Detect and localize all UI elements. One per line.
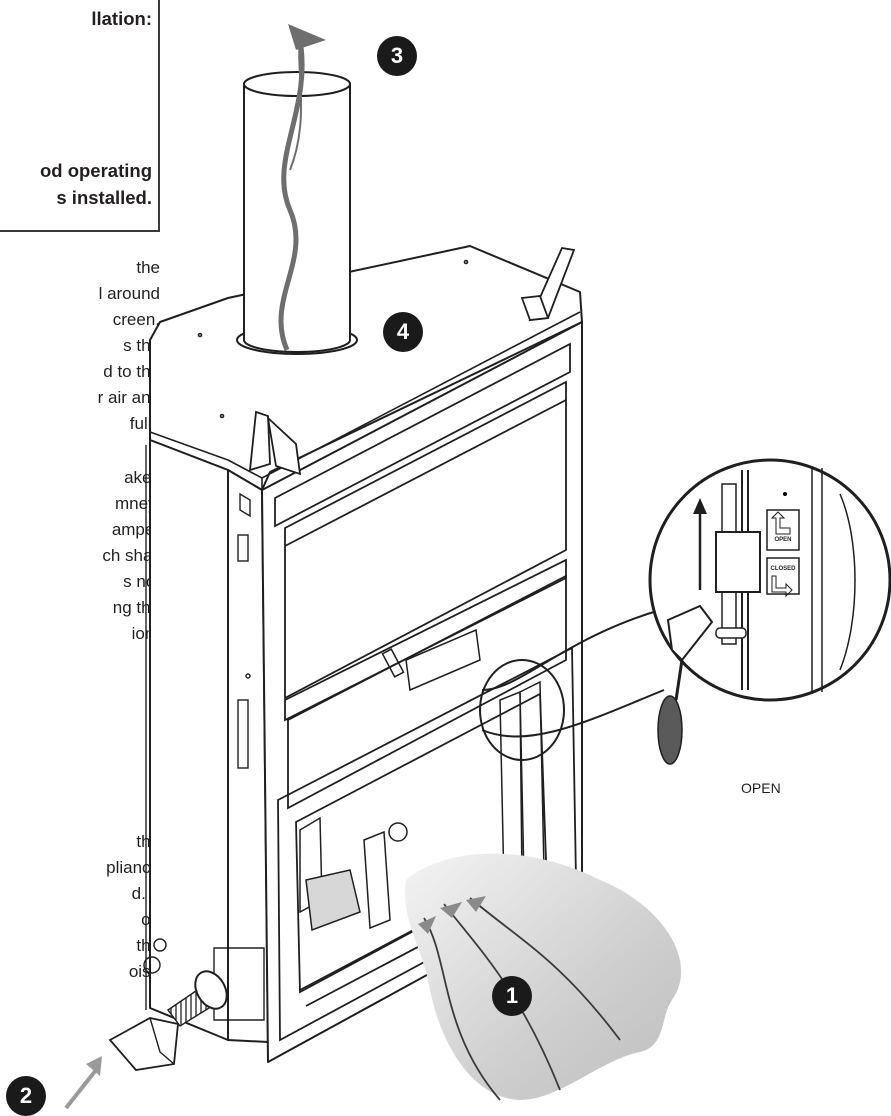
air-inlet-arrow (64, 1056, 102, 1110)
marker-2: 2 (6, 1076, 46, 1116)
body-line: the (136, 258, 160, 277)
smoke-flow-arrow (278, 24, 326, 352)
body-line: l around (98, 284, 160, 303)
damper-open-caption: OPEN (741, 780, 781, 796)
air-flow-front (405, 853, 682, 1101)
notice-box: llation: od operating s installed. (0, 0, 160, 232)
notice-line-2: od operating (39, 160, 152, 181)
marker-4: 4 (383, 312, 423, 352)
body-line: r air and (97, 388, 160, 407)
body-line: creen. (112, 310, 160, 329)
body-line: mney. (114, 494, 160, 513)
top-brackets (248, 246, 576, 476)
left-side-wall (149, 439, 229, 1041)
air-inlet-hose (108, 970, 228, 1071)
label-open-tag: OPEN (774, 537, 791, 543)
body-line: d to the (103, 362, 160, 381)
chimney-pipe (236, 71, 358, 355)
body-line: amper (111, 520, 160, 539)
notice-line-1: llation: (91, 8, 152, 29)
marker-3: 3 (377, 36, 417, 76)
top-rim (149, 259, 581, 492)
label-closed-tag: CLOSED (770, 566, 796, 572)
body-line: ng the (112, 598, 160, 617)
marker-1: 1 (492, 976, 532, 1016)
damper-callout: OPEN CLOSED (479, 458, 891, 765)
firebox (299, 628, 545, 932)
notice-line-3: s installed. (56, 187, 152, 208)
